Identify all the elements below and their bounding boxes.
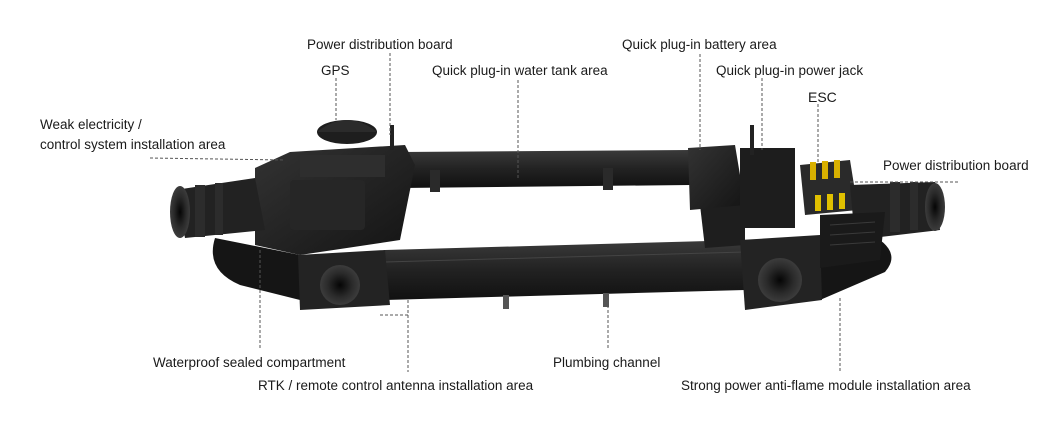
label-power-distribution-board-right: Power distribution board: [883, 158, 1029, 173]
rear-beam: [400, 150, 690, 188]
right-side-beam: [700, 200, 745, 248]
label-anti-flame-module-area: Strong power anti-flame module installat…: [681, 378, 971, 393]
label-power-distribution-board-left: Power distribution board: [307, 37, 453, 52]
base-tray: [212, 238, 300, 300]
label-battery-area: Quick plug-in battery area: [622, 37, 777, 52]
label-weak-electricity-line2: control system installation area: [40, 137, 226, 152]
label-gps: GPS: [321, 63, 350, 78]
anti-flame-module-tray: [820, 212, 885, 268]
front-beam: [385, 240, 745, 300]
label-plumbing-channel: Plumbing channel: [553, 355, 661, 370]
front-left-arm-socket: [298, 250, 390, 310]
label-weak-electricity-line1: Weak electricity /: [40, 117, 142, 132]
right-battery-box: [688, 145, 745, 210]
front-right-arm-socket: [740, 235, 822, 310]
esc-board: [800, 160, 858, 215]
label-power-jack: Quick plug-in power jack: [716, 63, 864, 78]
left-motor: [170, 178, 265, 238]
label-waterproof-compartment: Waterproof sealed compartment: [153, 355, 346, 370]
label-water-tank-area: Quick plug-in water tank area: [432, 63, 608, 78]
label-esc: ESC: [808, 89, 837, 105]
label-weak-electricity: Weak electricity / control system instal…: [40, 115, 225, 155]
leader-lines: [149, 53, 960, 372]
label-rtk-antenna-area: RTK / remote control antenna installatio…: [258, 378, 534, 393]
